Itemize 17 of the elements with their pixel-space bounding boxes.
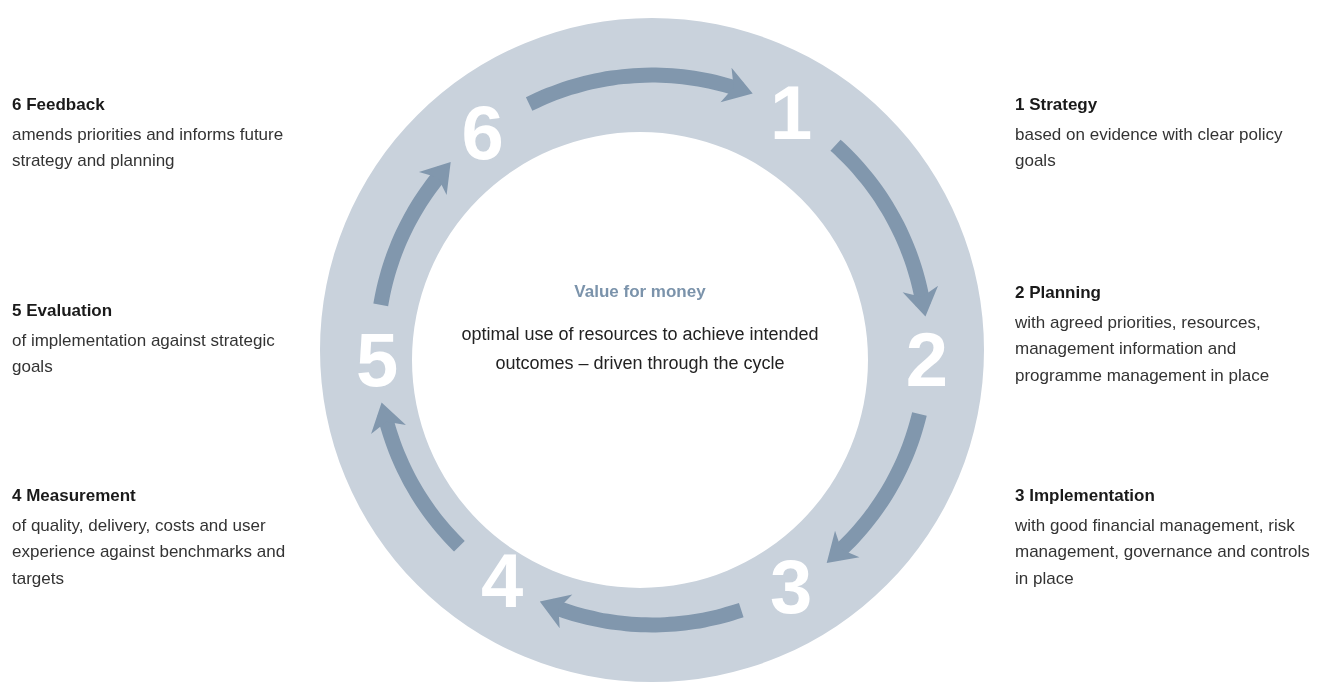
step-heading: 6 Feedback	[12, 94, 106, 116]
step-description: of quality, delivery, costs and user experience against benchmarks and targets	[12, 515, 287, 590]
step-description: amends priorities and informs future strategy and planning	[12, 124, 285, 173]
step-heading: 3 Implementation	[1015, 485, 1156, 507]
cycle-arrow	[829, 138, 939, 317]
step-heading: 4 Measurement	[12, 485, 137, 507]
step-description: based on evidence with clear policy goals	[1015, 124, 1284, 173]
center-heading: Value for money	[573, 282, 707, 302]
center-description: optimal use of resources to achieve intended outcomes – driven through the cycle	[460, 323, 820, 375]
cycle-arrow	[523, 67, 753, 111]
step-description: with good financial management, risk management, governance and controls in place	[1015, 515, 1311, 590]
step-description: of implementation against strategic goals	[12, 330, 276, 379]
cycle-arrow	[371, 402, 466, 553]
step-heading: 1 Strategy	[1015, 94, 1099, 116]
step-description: with agreed priorities, resources, management information and programme management in place	[1015, 312, 1271, 387]
step-heading: 2 Planning	[1015, 282, 1102, 304]
step-heading: 5 Evaluation	[12, 300, 114, 322]
